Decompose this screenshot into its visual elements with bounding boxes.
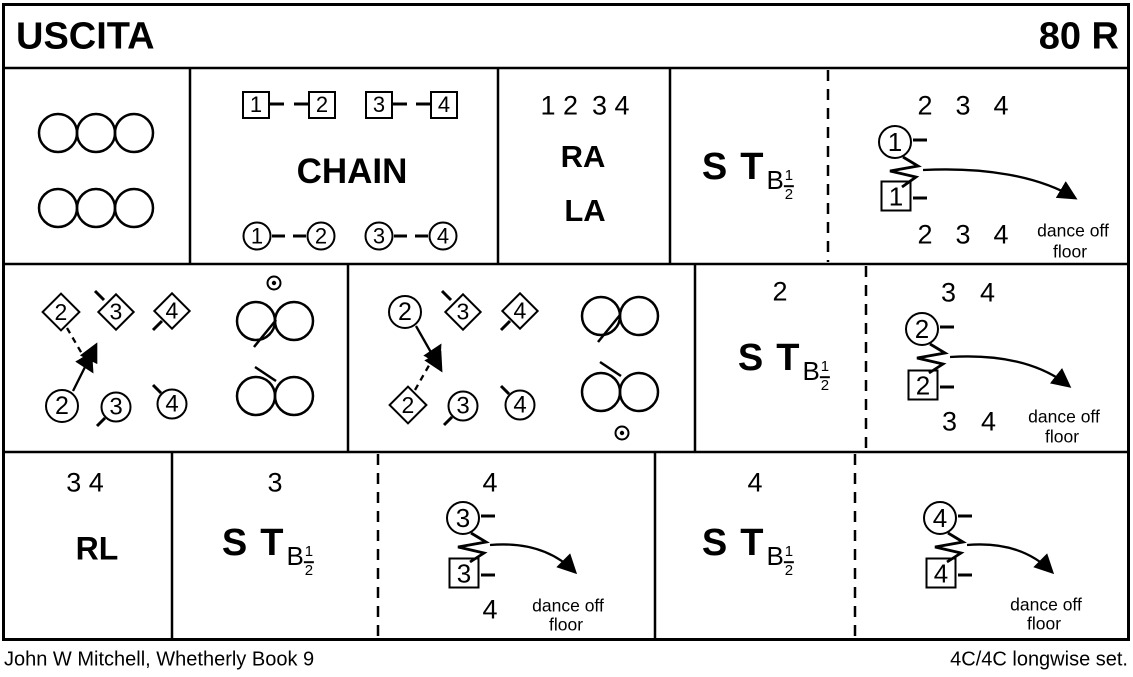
man-square-2: 2: [308, 91, 336, 119]
floor-text: floor: [1044, 426, 1080, 447]
remaining-couple-bottom-3: 4: [482, 594, 498, 625]
chain-facing-ticks: [270, 102, 430, 238]
join-hands-zigzag: [457, 155, 967, 564]
lady-circle-4-exit: 4: [923, 501, 957, 535]
man-square-1-exit: 1: [880, 180, 912, 212]
set-formation-circles: [37, 112, 155, 229]
grid-borders: [2, 3, 1130, 641]
lady-circle-3-cross: 3: [100, 391, 132, 423]
page-title: USCITA: [16, 15, 155, 58]
remaining-couples-bottom-2: 3 4: [941, 406, 997, 437]
dance-off-text: dance off: [1010, 594, 1082, 615]
lady-circle-4-cross: 4: [156, 388, 188, 420]
remaining-couple-top-3: 4: [482, 467, 498, 498]
man-square-3: 3: [365, 91, 393, 119]
set-type-note: 4C/4C longwise set.: [950, 648, 1128, 671]
move-label-rl: RL: [75, 530, 119, 567]
phrase-divider-dashed-lines: [376, 70, 868, 638]
move-label-la: LA: [564, 193, 606, 228]
floor-text: floor: [1026, 613, 1062, 634]
dance-off-text: dance off: [1037, 220, 1109, 241]
lady-circle-4: 4: [428, 221, 458, 251]
move-label-ra: RA: [560, 139, 606, 174]
move-label-chain: CHAIN: [296, 152, 408, 191]
man-square-3-exit: 3: [448, 557, 480, 589]
couples-header-1234: 1 2 3 4: [540, 90, 630, 121]
turn-symbols-cell-1: [235, 275, 315, 417]
lady-circle-2: 2: [306, 221, 336, 251]
dance-off-arrow: [489, 168, 1078, 575]
clockwise-dot-icon: [271, 280, 277, 286]
cross-arrows-cell-1: [66, 289, 164, 428]
lady-circle-3: 3: [364, 221, 394, 251]
couples-header-34: 3 4: [66, 467, 104, 498]
man-square-4-exit: 4: [925, 557, 957, 589]
man-square-2-exit: 2: [907, 369, 939, 401]
remaining-couples-top-2: 3 4: [940, 277, 996, 308]
lady-circle-2-exit: 2: [905, 312, 939, 346]
couple-header-2: 2: [772, 276, 788, 307]
bar-count-badge: 80 R: [1038, 15, 1119, 58]
dance-off-text: dance off: [532, 595, 604, 616]
lady-circle-1: 1: [242, 221, 272, 251]
clockwise-dot-icon: [619, 430, 625, 436]
lady-circle-4-cross-b: 4: [504, 389, 536, 421]
floor-text: floor: [1052, 241, 1088, 262]
deviser-credit: John W Mitchell, Whetherly Book 9: [4, 648, 315, 671]
remaining-couples-top-1: 2 3 4: [917, 90, 1009, 121]
couple-header-3: 3: [267, 467, 283, 498]
remaining-couples-bottom-1: 2 3 4: [917, 219, 1009, 250]
exit-facing-ticks: [481, 138, 972, 577]
man-square-4: 4: [430, 91, 458, 119]
lady-circle-3-cross-b: 3: [447, 390, 479, 422]
floor-text: floor: [548, 614, 584, 635]
lady-circle-1-exit: 1: [878, 125, 912, 159]
dance-off-text: dance off: [1028, 406, 1100, 427]
turn-symbols-cell-2: [580, 295, 660, 441]
man-square-1: 1: [242, 91, 270, 119]
lady-circle-2-cross: 2: [45, 389, 79, 423]
cross-arrows-cell-2: [414, 289, 512, 427]
lady-circle-2-cross-b: 2: [388, 295, 422, 329]
lady-circle-3-exit: 3: [446, 501, 480, 535]
couple-header-4: 4: [747, 467, 763, 498]
